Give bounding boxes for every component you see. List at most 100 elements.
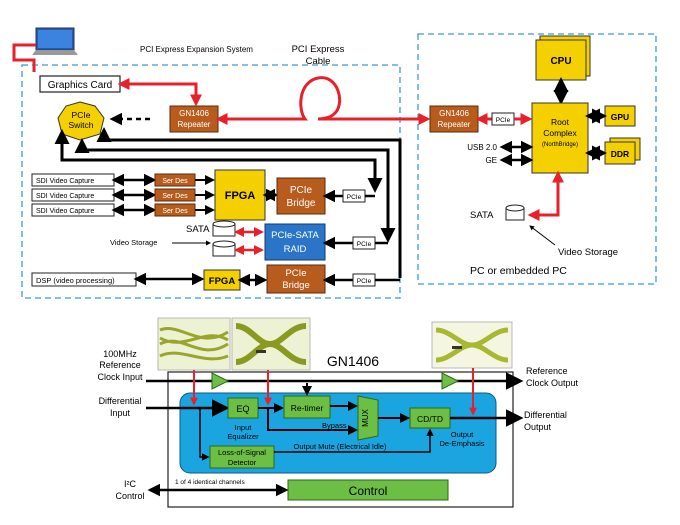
bus-sata-raid bbox=[74, 138, 396, 243]
sata-raid-label-1: PCIe-SATA bbox=[271, 230, 319, 241]
cable-label-2: Cable bbox=[306, 56, 331, 67]
los-detector-box bbox=[209, 445, 275, 469]
chip-title: GN1406 bbox=[327, 353, 379, 369]
serdes-label-1: Ser Des bbox=[162, 178, 188, 185]
input-to-los bbox=[199, 408, 210, 461]
bus-dsp-bridge bbox=[96, 127, 402, 278]
video-storage-right-pointer bbox=[529, 225, 556, 246]
mux-node bbox=[357, 395, 379, 441]
pcie-switch-label-2: Switch bbox=[68, 120, 93, 130]
repeater-right-label-1: GN1406 bbox=[439, 109, 469, 118]
cpu-box bbox=[535, 39, 587, 81]
output-deemph-label-2: De-Emphasis bbox=[439, 439, 484, 448]
repeater-left-box bbox=[169, 105, 219, 133]
sata-right-link bbox=[527, 170, 564, 221]
los-label-2: Detector bbox=[228, 458, 257, 467]
expansion-system-title: PCI Express Expansion System bbox=[140, 45, 253, 54]
input-eq-label-1: Input bbox=[235, 423, 253, 432]
pc-label: PC or embedded PC bbox=[470, 265, 567, 277]
mux-label: MUX bbox=[361, 408, 370, 426]
ref-in-label-3: Clock Input bbox=[97, 372, 143, 382]
repeater-left-label-2: Repeater bbox=[178, 120, 211, 129]
diff-out-label-2: Output bbox=[524, 422, 552, 432]
diff-in-label-2: Input bbox=[110, 408, 131, 418]
root-complex-box bbox=[531, 102, 589, 174]
repeater-right-label-2: Repeater bbox=[438, 120, 471, 129]
pcie-bridge-top-box bbox=[276, 177, 326, 215]
ge-label: GE bbox=[485, 156, 497, 165]
gpu-label: GPU bbox=[611, 112, 629, 122]
pcie-bridge-bottom-label-1: PCIe bbox=[285, 268, 306, 279]
input-eq-label-2: Equalizer bbox=[227, 432, 259, 441]
ref-out-label-2: Clock Output bbox=[526, 378, 579, 388]
ref-buffer-left bbox=[211, 372, 230, 390]
video-storage-right-label: Video Storage bbox=[558, 247, 618, 258]
pcie-tag-root-label: PCIe bbox=[496, 117, 511, 124]
channels-note: 1 of 4 identical channels bbox=[175, 479, 245, 486]
i2c-label-1: I²C bbox=[124, 479, 136, 489]
pcie-bridge-top-label-1: PCIe bbox=[290, 185, 313, 196]
disk-right-icon bbox=[505, 204, 525, 221]
cpu-label: CPU bbox=[550, 56, 571, 67]
serdes-label-3: Ser Des bbox=[162, 208, 188, 215]
ref-in-label-2: Reference bbox=[99, 360, 141, 370]
control-label: Control bbox=[349, 484, 388, 498]
eye-diagram-2 bbox=[231, 317, 311, 371]
cable-label-1: PCI Express bbox=[292, 44, 345, 55]
dsp-label: DSP (video processing) bbox=[36, 276, 115, 285]
disk-left-icon-2 bbox=[212, 240, 236, 257]
pcie-tag-1-label: PCIe bbox=[347, 194, 362, 201]
output-mute-path bbox=[274, 428, 434, 453]
fpga-bottom-label: FPGA bbox=[209, 276, 236, 287]
cdtd-label: CD/TD bbox=[417, 414, 443, 424]
sata-left-label: SATA bbox=[186, 224, 210, 235]
bypass-path bbox=[267, 408, 358, 435]
usb-label: USB 2.0 bbox=[467, 143, 497, 152]
fpga-top-label: FPGA bbox=[225, 190, 256, 202]
repeater-right-box bbox=[429, 105, 479, 133]
graphics-card-link bbox=[117, 78, 202, 107]
video-storage-left-label: Video Storage bbox=[110, 238, 157, 247]
repeater-left-label-1: GN1406 bbox=[179, 109, 209, 118]
pcie-switch-label-1: PCIe bbox=[72, 110, 91, 120]
los-label-1: Loss-of-Signal bbox=[218, 448, 266, 457]
graphics-card-label: Graphics Card bbox=[48, 80, 112, 91]
pc-region bbox=[417, 33, 657, 285]
sdi-capture-label-2: SDI Video Capture bbox=[36, 193, 94, 200]
output-mute-label: Output Mute (Electrical Idle) bbox=[294, 442, 387, 451]
retimer-label: Re-timer bbox=[291, 403, 324, 413]
sdi-capture-rows: SDI Video Capture SDI Video Capture SDI … bbox=[31, 173, 157, 217]
i2c-label-2: Control bbox=[115, 491, 144, 501]
ref-in-label-1: 100MHz bbox=[103, 349, 137, 359]
root-complex-label-1: Root bbox=[551, 117, 570, 127]
ddr-label: DDR bbox=[611, 149, 629, 159]
root-complex-label-2: Complex bbox=[543, 128, 577, 138]
sata-raid-label-2: RAID bbox=[284, 244, 307, 255]
pcie-bridge-top-label-2: Bridge bbox=[287, 198, 316, 209]
diff-in-label-1: Differential bbox=[99, 396, 142, 406]
pcie-bridge-bottom-box bbox=[266, 264, 326, 294]
output-deemph-label-1: Output bbox=[451, 430, 474, 439]
bypass-label: Bypass bbox=[322, 421, 347, 430]
fpga-top-box bbox=[214, 169, 266, 221]
pcie-bridge-bottom-label-2: Bridge bbox=[282, 280, 309, 291]
disk-left-icon-1 bbox=[212, 220, 236, 237]
eye-diagram-3 bbox=[431, 321, 513, 369]
sdi-capture-label-3: SDI Video Capture bbox=[36, 208, 94, 215]
eq-label: EQ bbox=[236, 404, 249, 414]
monitor-icon bbox=[32, 27, 78, 55]
pcie-tag-2-label: PCIe bbox=[357, 241, 372, 248]
eye-diagram-1 bbox=[157, 317, 231, 371]
root-complex-label-3: (NorthBridge) bbox=[542, 142, 578, 148]
serdes-label-2: Ser Des bbox=[162, 193, 188, 200]
serdes-group: Ser Des Ser Des Ser Des bbox=[154, 173, 215, 217]
ref-out-label-1: Reference bbox=[526, 366, 568, 376]
sata-right-label: SATA bbox=[470, 210, 494, 221]
monitor-link bbox=[12, 43, 36, 72]
pcie-cable bbox=[215, 76, 431, 125]
pcie-tag-3-label: PCIe bbox=[357, 278, 372, 285]
sdi-capture-label-1: SDI Video Capture bbox=[36, 178, 94, 185]
ref-buffer-right bbox=[441, 372, 460, 390]
